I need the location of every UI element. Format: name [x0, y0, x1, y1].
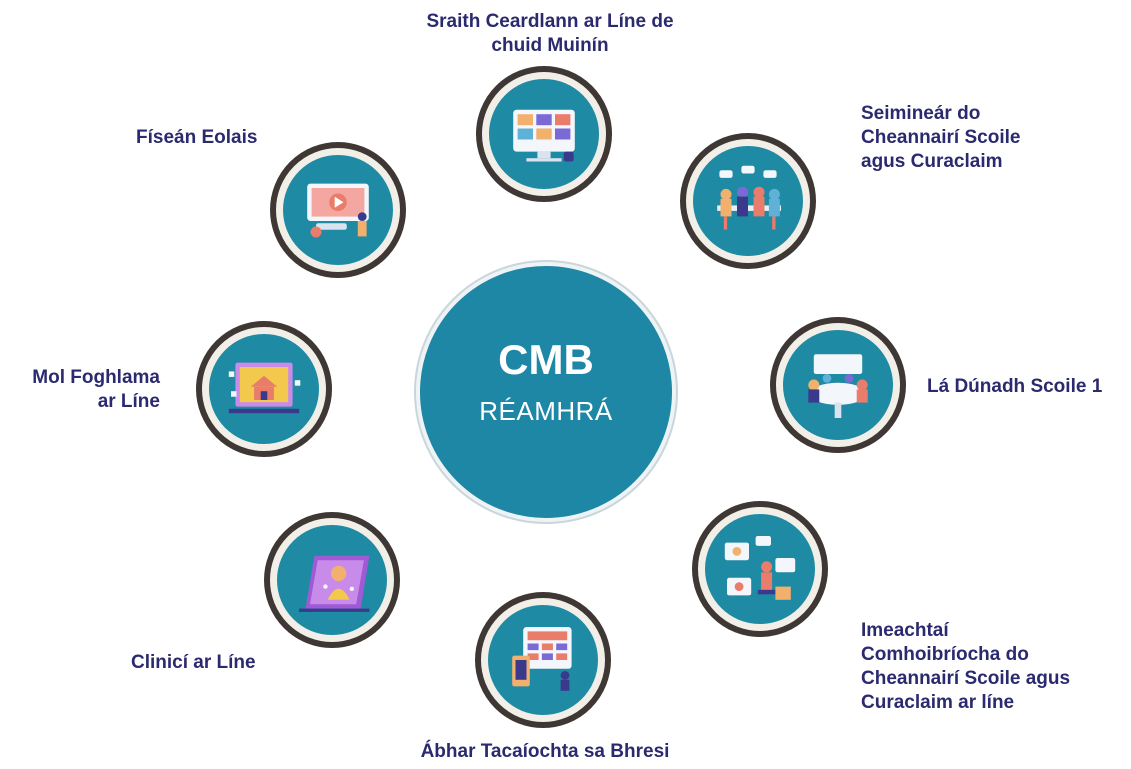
node-bottom-left[interactable]: [264, 512, 400, 648]
node-left[interactable]: [196, 321, 332, 457]
label-bottom: Ábhar Tacaíochta sa Bhresi: [420, 741, 670, 762]
label-top-right-line2: Cheannairí Scoile: [861, 127, 1021, 148]
seminar-meeting-icon: [717, 165, 781, 230]
online-collaboration-icon: [724, 536, 796, 600]
label-top-right-line1: Seimineár do: [861, 103, 981, 124]
label-right: Lá Dúnadh Scoile 1: [927, 376, 1103, 397]
label-bottom-right-line3: Cheannairí Scoile agus: [861, 668, 1071, 689]
node-bottom-right[interactable]: [692, 501, 828, 637]
label-top: Sraith Ceardlann ar Líne de chuid Muinín: [409, 10, 691, 58]
node-right[interactable]: [770, 317, 906, 453]
learning-hub-icon: [228, 362, 301, 414]
label-top-left: Físeán Eolais: [136, 127, 258, 148]
label-top-line1: Sraith Ceardlann ar Líne de: [426, 11, 674, 32]
label-bottom-right-line1: Imeachtaí: [861, 620, 949, 641]
node-top-right[interactable]: [680, 133, 816, 269]
online-clinic-icon: [299, 555, 370, 612]
node-top-left[interactable]: [270, 142, 406, 278]
round-table-icon: [808, 354, 868, 418]
node-bottom[interactable]: [475, 592, 611, 728]
label-left: Mol Foghlama ar Líne: [10, 366, 160, 414]
label-left-line2: ar Líne: [97, 391, 160, 412]
center-title: CMB: [498, 336, 594, 383]
center-subtitle: RÉAMHRÁ: [479, 396, 613, 426]
label-bottom-right-line2: Comhoibríocha do: [861, 644, 1029, 665]
node-top[interactable]: [476, 66, 612, 202]
support-material-icon: [512, 627, 572, 691]
label-bottom-right: Imeachtaí Comhoibríocha do Cheannairí Sc…: [861, 619, 1070, 715]
label-top-line2: chuid Muinín: [491, 35, 609, 56]
center-circle: CMB RÉAMHRÁ: [416, 262, 676, 522]
label-top-right: Seimineár do Cheannairí Scoile agus Cura…: [861, 102, 1020, 174]
label-top-right-line3: agus Curaclaim: [861, 151, 1003, 172]
label-bottom-left: Clinicí ar Líne: [131, 652, 256, 673]
label-left-line1: Mol Foghlama: [32, 367, 160, 388]
label-bottom-right-line4: Curaclaim ar líne: [861, 692, 1015, 713]
video-player-icon: [307, 183, 369, 238]
video-conference-icon: [513, 109, 575, 162]
